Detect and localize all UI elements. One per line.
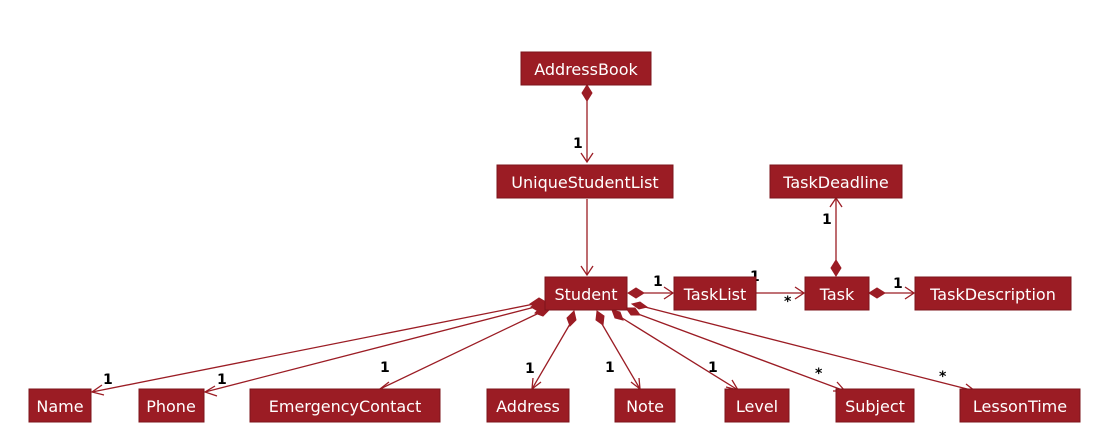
mult-addressbook-uniquestudentlist: 1	[573, 136, 583, 152]
mult-student-lessontime: *	[939, 369, 947, 385]
mult-student-name: 1	[103, 372, 113, 388]
mult-student-address: 1	[525, 361, 535, 377]
class-addressbook[interactable]: AddressBook	[520, 51, 652, 86]
mult-student-level: 1	[708, 360, 718, 376]
class-address[interactable]: Address	[486, 388, 570, 423]
edge-student-lessontime	[630, 301, 977, 394]
edge-task-taskdescription	[868, 286, 916, 300]
class-student-label: Student	[555, 285, 618, 304]
edge-uniquestudentlist-student	[580, 199, 594, 277]
mult-task-taskdescription: 1	[893, 276, 903, 292]
class-note[interactable]: Note	[614, 388, 676, 423]
class-phone[interactable]: Phone	[138, 388, 205, 423]
edge-student-level	[611, 309, 740, 392]
edge-student-emergencycontact	[378, 305, 551, 391]
class-uniquestudentlist-label: UniqueStudentList	[511, 173, 658, 192]
class-tasklist[interactable]: TaskList	[673, 276, 757, 311]
class-taskdescription[interactable]: TaskDescription	[914, 276, 1072, 311]
class-name[interactable]: Name	[28, 388, 92, 423]
class-lessontime-label: LessonTime	[973, 397, 1067, 416]
class-task[interactable]: Task	[804, 276, 870, 311]
class-uniquestudentlist[interactable]: UniqueStudentList	[496, 164, 674, 199]
class-task-label: Task	[819, 285, 855, 304]
class-tasklist-label: TaskList	[683, 285, 747, 304]
edge-task-taskdeadline	[829, 196, 843, 277]
class-phone-label: Phone	[146, 397, 196, 416]
class-subject-label: Subject	[845, 397, 905, 416]
class-note-label: Note	[626, 397, 664, 416]
edge-student-tasklist	[627, 286, 675, 300]
mult-student-tasklist: 1	[653, 274, 663, 290]
class-emergencycontact-label: EmergencyContact	[269, 397, 422, 416]
class-taskdeadline-label: TaskDeadline	[782, 173, 889, 192]
class-emergencycontact[interactable]: EmergencyContact	[249, 388, 441, 423]
class-level-label: Level	[736, 397, 778, 416]
mult-task-taskdeadline: 1	[822, 212, 832, 228]
class-taskdescription-label: TaskDescription	[929, 285, 1056, 304]
edge-student-name	[90, 297, 547, 396]
mult-student-phone: 1	[217, 372, 227, 388]
edge-student-note	[595, 310, 641, 391]
mult-student-note: 1	[605, 360, 615, 376]
class-name-label: Name	[36, 397, 83, 416]
class-address-label: Address	[496, 397, 560, 416]
mult-student-subject: *	[815, 366, 823, 382]
mult-student-emergencycontact: 1	[380, 360, 390, 376]
edge-student-phone	[203, 300, 548, 397]
class-student[interactable]: Student	[544, 276, 628, 311]
class-subject[interactable]: Subject	[835, 388, 915, 423]
class-addressbook-label: AddressBook	[534, 60, 638, 79]
edge-tasklist-task	[756, 286, 806, 300]
class-taskdeadline[interactable]: TaskDeadline	[769, 164, 903, 199]
edge-student-address	[531, 310, 577, 391]
edge-addressbook-uniquestudentlist	[580, 84, 594, 164]
class-level[interactable]: Level	[724, 388, 790, 423]
class-lessontime[interactable]: LessonTime	[959, 388, 1081, 423]
mult-tasklist-task-target: *	[784, 294, 792, 310]
